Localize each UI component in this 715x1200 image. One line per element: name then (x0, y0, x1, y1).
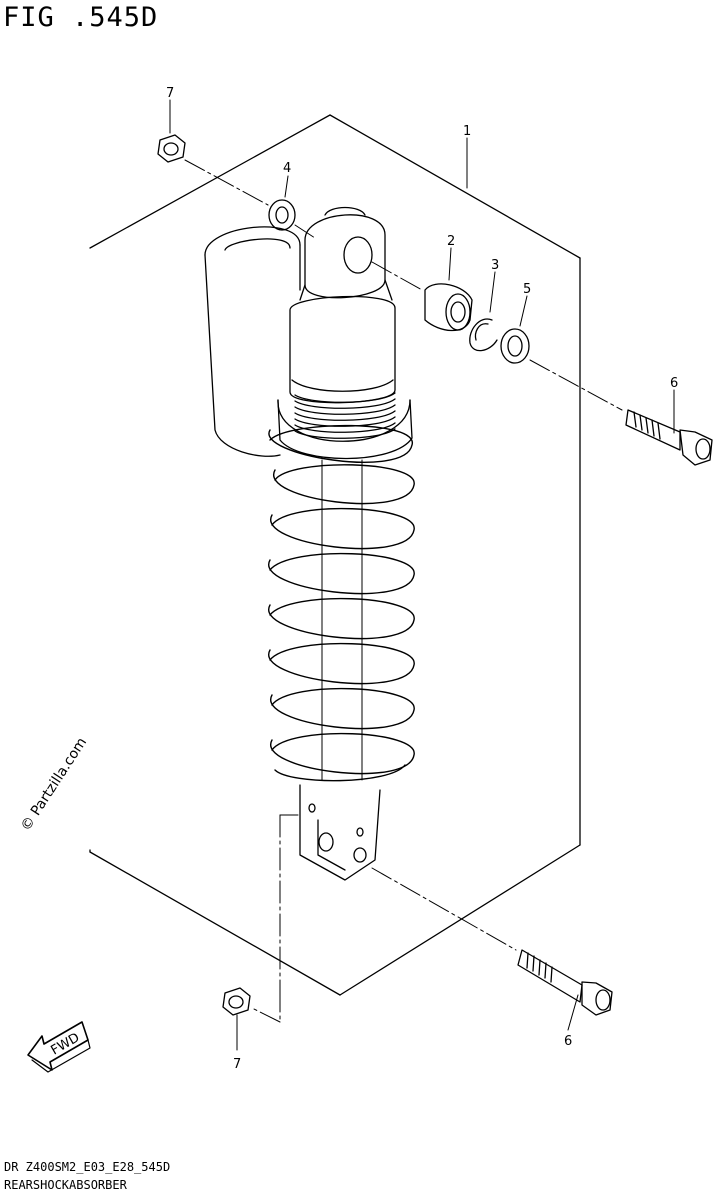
upper-mount-eye (299, 206, 393, 301)
lower-clevis (299, 784, 381, 881)
callout-5: 5 (523, 282, 531, 297)
nut-part-7-bottom (222, 987, 251, 1016)
callout-leaders (169, 99, 675, 1051)
circlip-part-3 (469, 318, 498, 352)
damper-body (277, 295, 413, 460)
partzilla-watermark: © Partzilla.com (18, 735, 90, 834)
callout-2: 2 (447, 234, 455, 249)
callout-4: 4 (283, 161, 291, 176)
callout-7-top: 7 (166, 86, 174, 101)
callout-3: 3 (491, 258, 499, 273)
fwd-arrow-icon: FWD (27, 1021, 91, 1073)
collar-part-2 (424, 283, 473, 332)
assembly-axes (184, 159, 623, 1023)
footer-part-name: REARSHOCKABSORBER (4, 1178, 127, 1192)
figure-title: FIG .545D (3, 2, 159, 33)
bolt-part-6-top (625, 409, 713, 466)
nut-part-7-top (157, 134, 186, 163)
damper-rod (321, 459, 363, 781)
callout-6-bottom: 6 (564, 1034, 572, 1049)
fwd-label: FWD (49, 1030, 83, 1058)
thread-rings (294, 392, 396, 439)
reservoir-canister (204, 226, 301, 457)
footer-code: DR Z400SM2_E03_E28_545D (4, 1160, 171, 1174)
washer-part-4 (268, 199, 296, 231)
callout-7-bottom: 7 (233, 1057, 241, 1072)
callout-1: 1 (463, 124, 471, 139)
callout-6-top: 6 (670, 376, 678, 391)
assembly-frame (89, 114, 581, 996)
bolt-part-6-bottom (517, 949, 613, 1016)
coil-spring (268, 424, 415, 782)
washer-part-5 (500, 328, 530, 364)
